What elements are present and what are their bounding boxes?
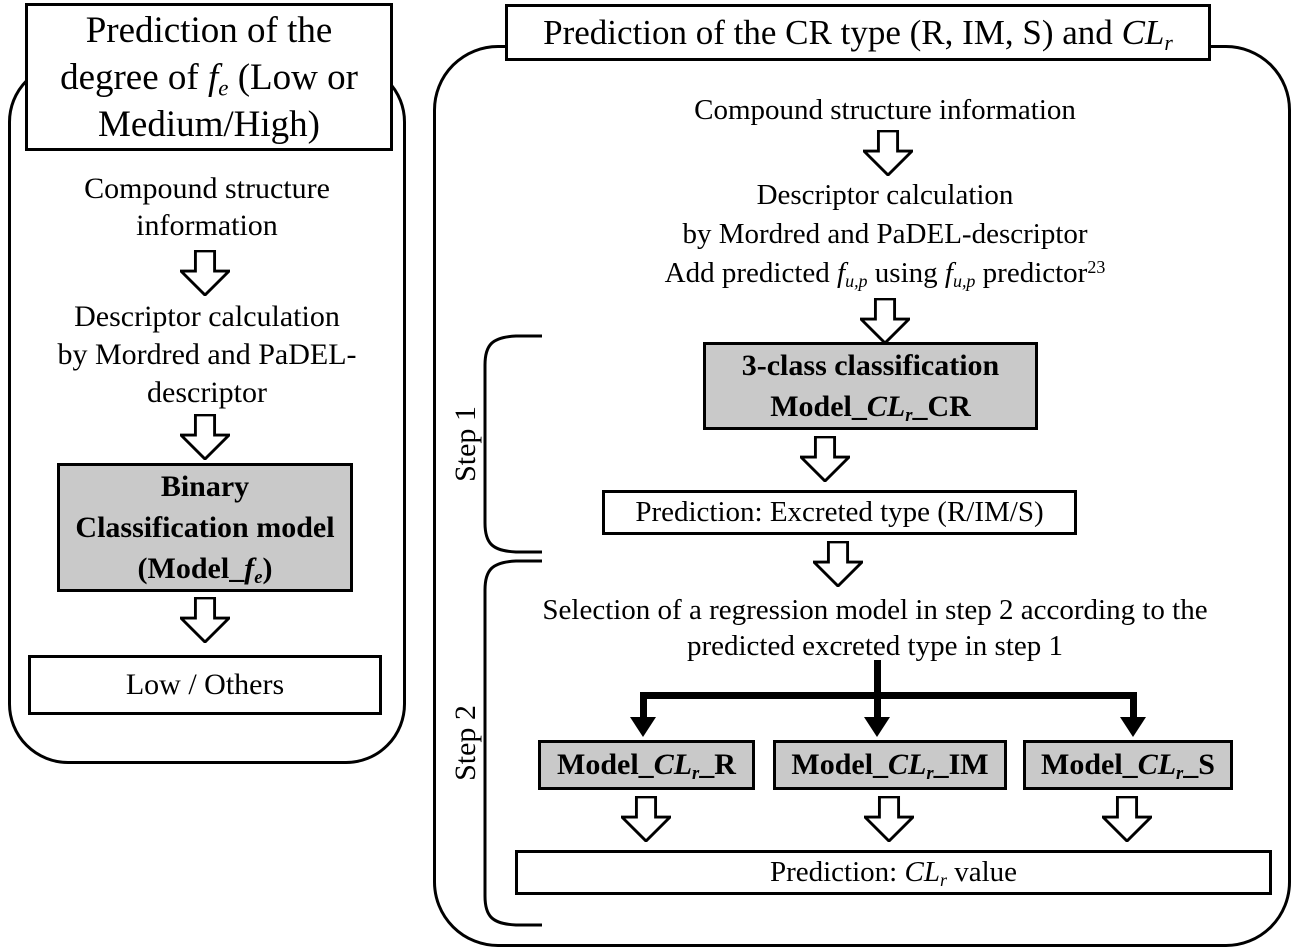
fup-symbol: f: [837, 257, 846, 289]
left-compound-structure-text: Compound structure information: [84, 172, 330, 242]
fe-symbol: f: [244, 552, 255, 585]
clr-symbol: CL: [1137, 748, 1177, 781]
down-arrow-icon: [621, 796, 671, 842]
right-descriptor-text: Descriptor calculation by Mordred and Pa…: [664, 179, 1106, 292]
selection-text: Selection of a regression model in step …: [542, 594, 1208, 662]
down-arrow-icon: [863, 130, 913, 176]
left-title-line1: Prediction of the: [85, 10, 333, 51]
left-panel-title: Prediction of the degree of fe (Low or M…: [25, 3, 393, 151]
excreted-type-prediction-box: Prediction: Excreted type (R/IM/S): [602, 490, 1077, 535]
branch-arrow-icon: [864, 717, 890, 737]
down-arrow-icon: [864, 796, 914, 842]
left-descriptor-text: Descriptor calculation by Mordred and Pa…: [57, 300, 357, 409]
left-title-line2: degree of fe (Low or: [60, 57, 358, 101]
model-clr-s-box: Model_CLr_S: [1023, 740, 1233, 790]
clr-symbol: CL: [866, 390, 906, 423]
down-arrow-icon: [800, 436, 850, 482]
step2-brace: [482, 558, 544, 928]
branch-stub-left: [640, 699, 647, 718]
branch-stub-right: [1130, 699, 1137, 718]
down-arrow-icon: [180, 250, 230, 296]
low-others-result-box: Low / Others: [28, 655, 382, 715]
three-class-classification-model-box: 3-class classification Model_CLr_CR: [703, 342, 1038, 430]
down-arrow-icon: [180, 414, 230, 460]
reference-23: 23: [1087, 257, 1106, 278]
down-arrow-icon: [860, 298, 910, 344]
down-arrow-icon: [180, 597, 230, 643]
branch-arrow-icon: [1120, 717, 1146, 737]
fe-symbol: f: [207, 57, 219, 98]
down-arrow-icon: [1102, 796, 1152, 842]
right-panel-title: Prediction of the CR type (R, IM, S) and…: [505, 4, 1211, 61]
clr-symbol: CL: [1121, 13, 1165, 52]
down-arrow-icon: [813, 541, 863, 587]
left-title-line3: Medium/High): [98, 104, 320, 145]
step1-label: Step 1: [449, 406, 482, 482]
branch-stub-middle: [874, 699, 881, 718]
clr-value-prediction-box: Prediction: CLr value: [515, 850, 1272, 895]
step1-brace: [482, 333, 544, 555]
clr-symbol: CL: [888, 748, 927, 781]
step2-label: Step 2: [449, 705, 482, 781]
clr-symbol: CL: [904, 856, 940, 888]
fup-symbol: f: [944, 257, 953, 289]
right-compound-structure-text: Compound structure information: [694, 94, 1076, 126]
binary-classification-model-box: Binary Classification model (Model_fe): [57, 463, 353, 592]
clr-symbol: CL: [653, 748, 693, 781]
model-clr-r-box: Model_CLr_R: [538, 740, 755, 790]
branch-stem: [874, 660, 881, 699]
branch-bar: [640, 692, 1137, 699]
model-clr-im-box: Model_CLr_IM: [773, 740, 1007, 790]
branch-arrow-icon: [630, 717, 656, 737]
